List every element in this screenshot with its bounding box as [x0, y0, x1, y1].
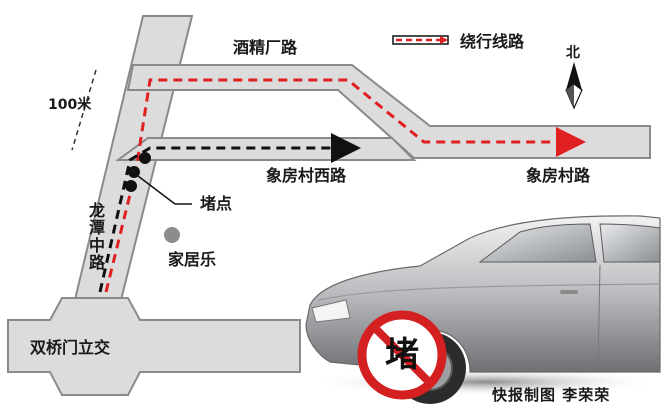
jam-dot [125, 180, 137, 192]
legend [392, 35, 449, 45]
blocked-sign-icon [357, 310, 447, 400]
scale-bar [71, 69, 97, 151]
blocked-sign-text: 堵 [385, 335, 419, 375]
jiajule-label: 家居乐 [168, 250, 217, 269]
road-label-longtan-zhong: 龙潭中路 [88, 201, 105, 272]
road-label-jiujingchang: 酒精厂路 [233, 38, 298, 57]
compass-north-label: 北 [566, 45, 580, 61]
jam-dot [139, 152, 151, 164]
map-credit: 快报制图 李荣荣 [492, 386, 611, 404]
car-illustration [305, 215, 661, 404]
detour-route-black-west [98, 133, 361, 293]
scale-label: 100米 [48, 97, 92, 113]
jam-dot [128, 166, 140, 178]
jiajule-marker [164, 227, 180, 243]
north-compass-icon [565, 62, 583, 110]
jam-point-markers [125, 152, 192, 205]
legend-label-detour: 绕行线路 [460, 32, 525, 51]
road-label-shuangqiaomen: 双桥门立交 [30, 338, 111, 357]
jam-point-label: 堵点 [200, 194, 233, 213]
road-label-xiangfangcun: 象房村路 [526, 166, 591, 185]
detour-route-red [104, 78, 586, 293]
road-jiujingchang [126, 64, 651, 159]
road-label-xiangfangcun-xi: 象房村西路 [266, 166, 347, 185]
